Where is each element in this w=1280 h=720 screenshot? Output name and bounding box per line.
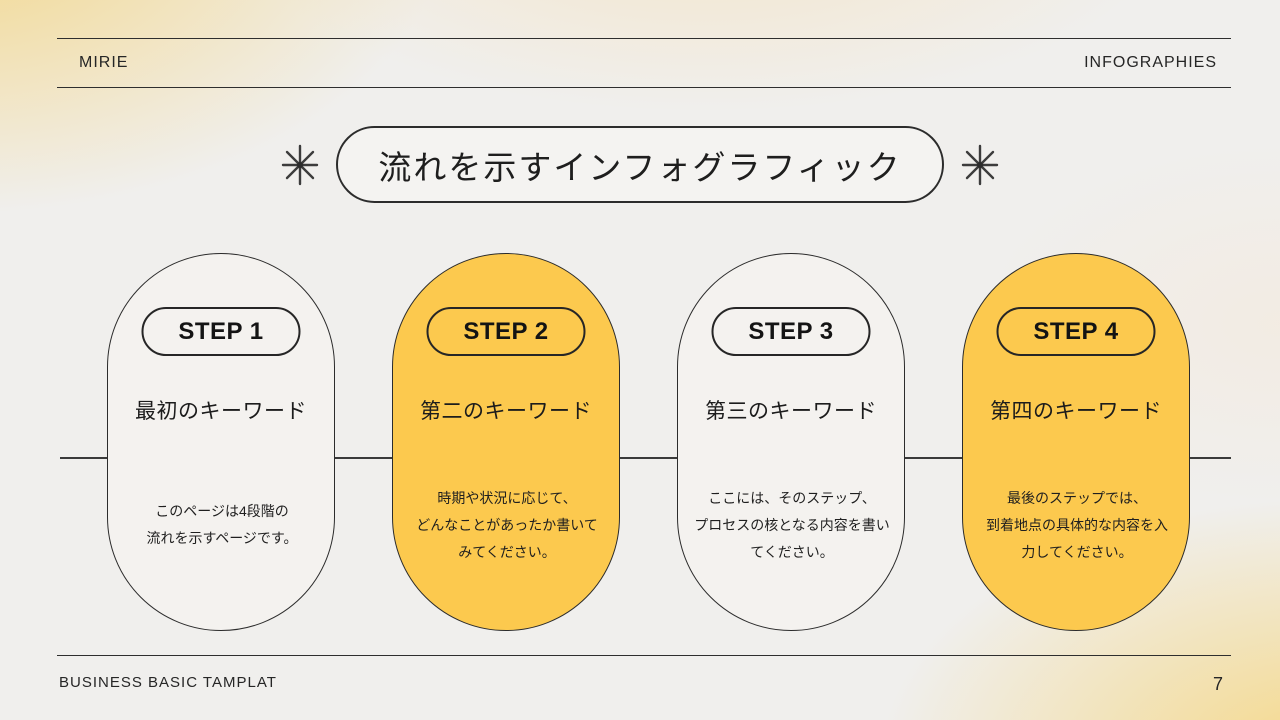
slide-footer: BUSINESS BASIC TAMPLAT 7 [57, 655, 1231, 695]
sparkle-asterisk-icon [961, 144, 998, 185]
brand-label: MIRIE [79, 54, 129, 71]
step-keyword: 第三のキーワード [705, 400, 877, 423]
step-badge: STEP 1 [141, 307, 301, 356]
step-description-area: 時期や状況に応じて、 どんなことがあったか書いて みてください。 [403, 446, 611, 604]
step-badge: STEP 3 [711, 307, 871, 356]
step-keyword: 最初のキーワード [135, 400, 307, 423]
step-card-3: STEP 3 第三のキーワード ここには、そのステップ、 プロセスの核となる内容… [677, 253, 905, 631]
step-card-2: STEP 2 第二のキーワード 時期や状況に応じて、 どんなことがあったか書いて… [392, 253, 620, 631]
step-description-area: このページは4段階の 流れを示すページです。 [118, 446, 326, 604]
step-card-1: STEP 1 最初のキーワード このページは4段階の 流れを示すページです。 [107, 253, 335, 631]
sparkle-asterisk-icon [282, 144, 319, 185]
title-row: 流れを示すインフォグラフィック [0, 126, 1280, 203]
step-description-area: ここには、そのステップ、 プロセスの核となる内容を書い てください。 [688, 446, 896, 604]
slide-header: MIRIE INFOGRAPHIES [57, 38, 1231, 88]
page-number: 7 [1212, 674, 1223, 694]
step-keyword: 第四のキーワード [990, 400, 1162, 423]
flow-connector-line [60, 457, 1231, 459]
step-description-area: 最後のステップでは、 到着地点の具体的な内容を入 力してください。 [973, 446, 1181, 604]
step-description: 時期や状況に応じて、 どんなことがあったか書いて みてください。 [416, 489, 598, 560]
step-badge: STEP 4 [996, 307, 1156, 356]
step-description: 最後のステップでは、 到着地点の具体的な内容を入 力してください。 [986, 489, 1168, 560]
step-card-4: STEP 4 第四のキーワード 最後のステップでは、 到着地点の具体的な内容を入… [962, 253, 1190, 631]
step-keyword: 第二のキーワード [420, 400, 592, 423]
step-description: ここには、そのステップ、 プロセスの核となる内容を書い てください。 [694, 489, 890, 560]
page-title: 流れを示すインフォグラフィック [336, 126, 944, 203]
template-name-label: BUSINESS BASIC TAMPLAT [59, 674, 277, 691]
step-badge: STEP 2 [426, 307, 586, 356]
step-description: このページは4段階の 流れを示すページです。 [146, 503, 298, 546]
doc-type-label: INFOGRAPHIES [1084, 54, 1217, 71]
